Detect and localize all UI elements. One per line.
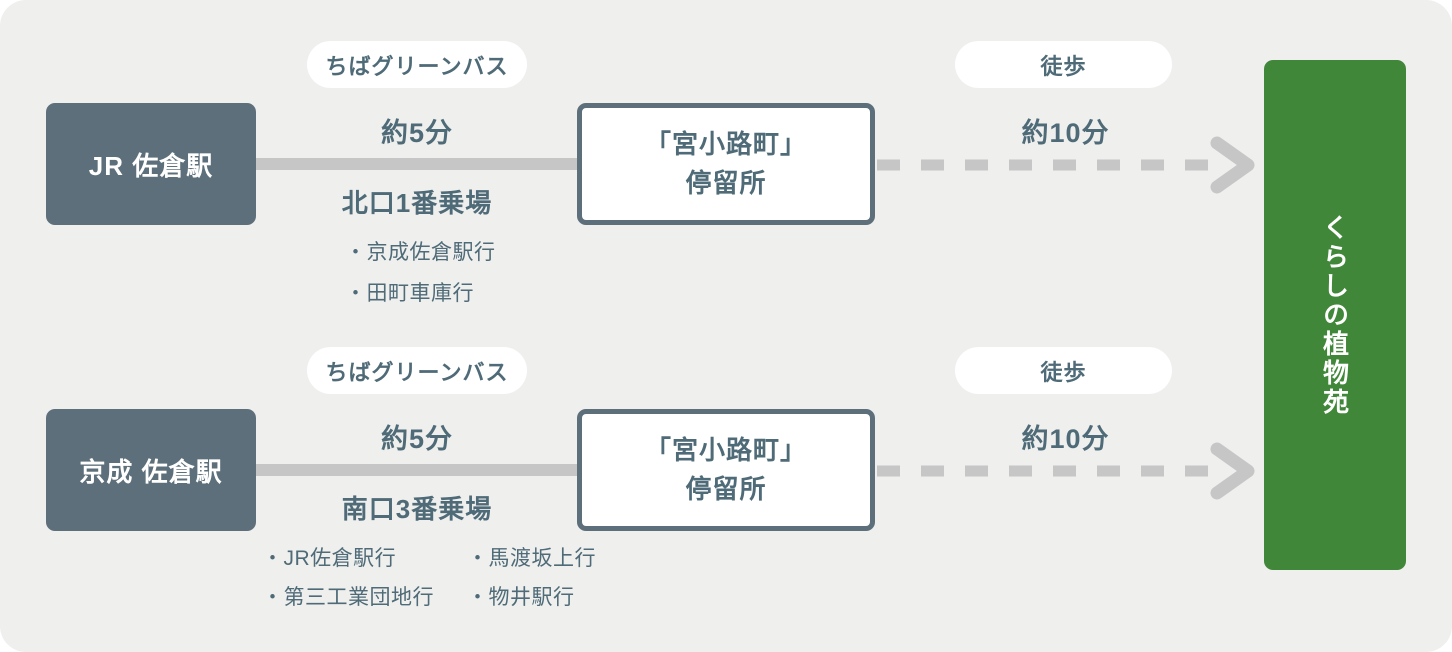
walk-label: 徒歩	[1040, 359, 1087, 385]
bus-route-line	[256, 158, 577, 170]
station-box-jr-sakura: JR 佐倉駅	[46, 103, 256, 225]
walk-time-label: 約10分	[1021, 424, 1110, 454]
bus-lines-list: ・京成佐倉駅行 ・田町車庫行	[345, 239, 496, 321]
bus-company-pill: ちばグリーンバス	[307, 347, 527, 394]
destination-box: くらしの植物苑	[1264, 60, 1406, 570]
bus-stop-suffix: 停留所	[685, 168, 767, 198]
destination-label: くらしの植物苑	[1319, 213, 1350, 417]
bus-route-line	[256, 464, 577, 476]
bus-company-label: ちばグリーンバス	[325, 359, 509, 385]
bus-stop-box: 「宮小路町」 停留所	[577, 409, 875, 531]
bus-line-item: ・物井駅行	[467, 586, 575, 609]
walk-pill: 徒歩	[955, 347, 1172, 394]
bus-line-item: ・京成佐倉駅行	[345, 241, 496, 264]
dashed-arrow-icon	[877, 136, 1255, 194]
bus-line-item: ・JR佐倉駅行	[262, 547, 397, 570]
bus-line-item: ・馬渡坂上行	[467, 547, 596, 570]
bus-time-label: 約5分	[380, 424, 454, 454]
walk-time-label: 約10分	[1021, 118, 1110, 148]
bus-lines-list: ・JR佐倉駅行 ・馬渡坂上行 ・第三工業団地行 ・物井駅行	[262, 545, 596, 611]
bus-stop-box: 「宮小路町」 停留所	[577, 103, 875, 225]
bus-company-pill: ちばグリーンバス	[307, 41, 527, 88]
bus-stop-name: 「宮小路町」	[644, 435, 807, 465]
boarding-point-label: 南口3番乗場	[341, 494, 493, 524]
station-box-keisei-sakura: 京成 佐倉駅	[46, 409, 256, 531]
station-label: 京成 佐倉駅	[79, 456, 223, 487]
station-label: JR 佐倉駅	[88, 150, 214, 181]
bus-line-item: ・田町車庫行	[345, 282, 474, 305]
walk-label: 徒歩	[1040, 53, 1087, 79]
dashed-arrow-icon	[877, 442, 1255, 500]
bus-line-item: ・第三工業団地行	[262, 586, 434, 609]
bus-stop-suffix: 停留所	[685, 474, 767, 504]
boarding-point-label: 北口1番乗場	[341, 188, 493, 218]
bus-stop-name: 「宮小路町」	[644, 129, 807, 159]
bus-time-label: 約5分	[380, 118, 454, 148]
bus-company-label: ちばグリーンバス	[325, 53, 509, 79]
walk-pill: 徒歩	[955, 41, 1172, 88]
